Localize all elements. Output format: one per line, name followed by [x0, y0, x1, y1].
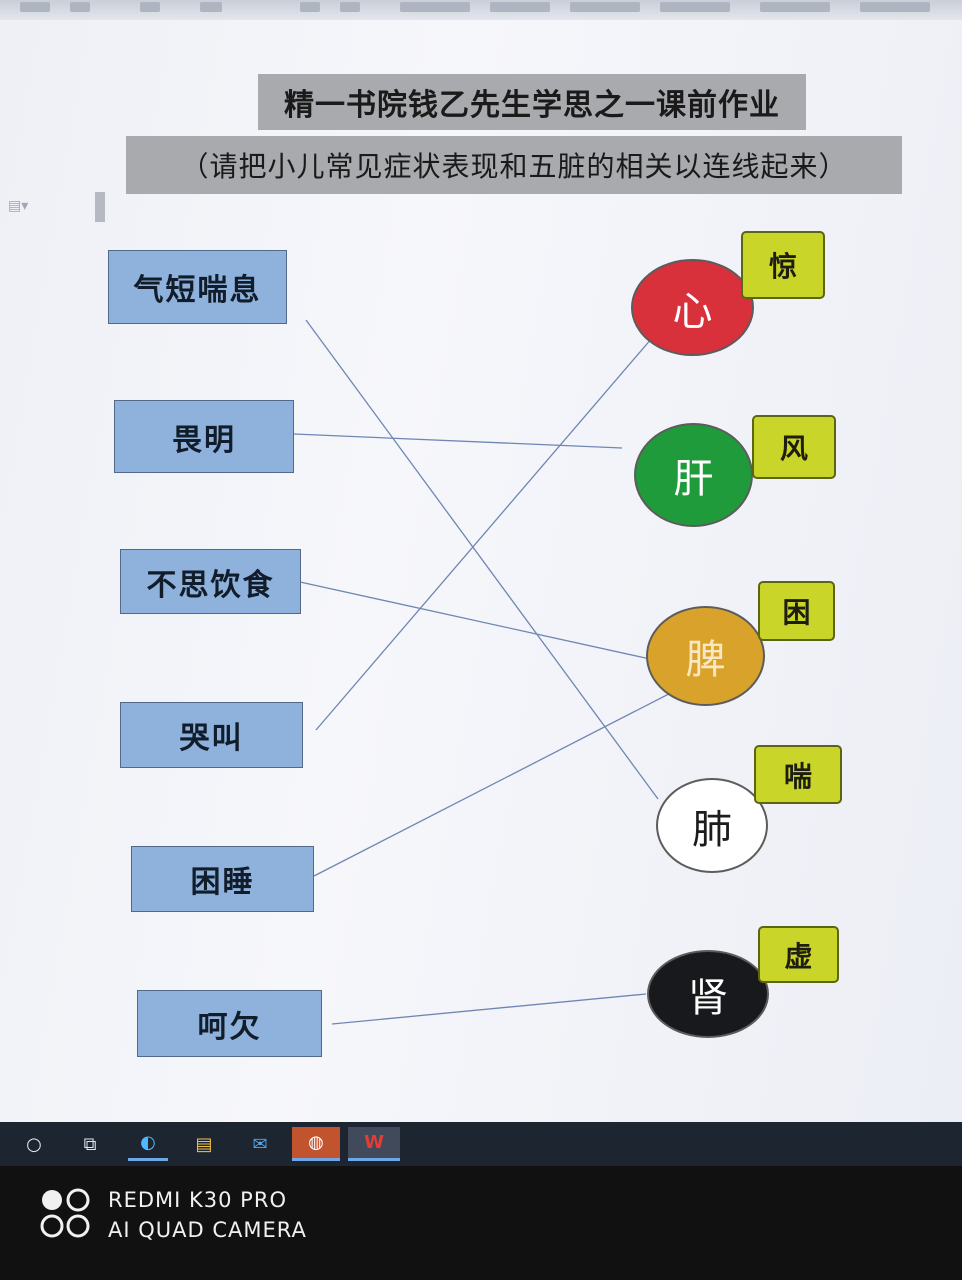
- camera-watermark-model: REDMI K30 PRO: [108, 1188, 287, 1212]
- document-toolbar: [0, 0, 962, 20]
- link-line-1: [293, 433, 623, 449]
- camera-watermark-tagline: AI QUAD CAMERA: [108, 1218, 307, 1242]
- symptom-box-drowsiness[interactable]: 困睡: [131, 846, 314, 912]
- symptom-label: 哭叫: [179, 721, 244, 756]
- symptom-box-poor-appetite[interactable]: 不思饮食: [120, 549, 301, 614]
- symptom-box-shortness-of-breath[interactable]: 气短喘息: [108, 250, 287, 324]
- link-line-3: [315, 337, 653, 731]
- tag-box-pant[interactable]: 喘: [754, 745, 842, 804]
- symptom-label: 呵欠: [197, 1009, 262, 1045]
- windows-taskbar: ○ ⧉ ◐ ▤ ✉ ◍ W: [0, 1122, 962, 1166]
- organ-circle-spleen[interactable]: 脾: [646, 606, 765, 706]
- camera-logo-icon: [40, 1188, 92, 1240]
- tag-label: 困: [782, 596, 811, 629]
- organ-label: 肺: [692, 806, 732, 853]
- wps-office-icon[interactable]: W: [348, 1127, 400, 1161]
- link-line-4: [313, 679, 697, 877]
- organ-label: 心: [672, 288, 713, 335]
- connection-lines: [293, 319, 697, 1025]
- tag-label: 惊: [768, 250, 797, 283]
- tag-box-sleepy[interactable]: 困: [758, 581, 835, 641]
- wechat-icon[interactable]: ◍: [292, 1127, 340, 1161]
- paragraph-marker-icon[interactable]: ▤▾: [8, 198, 29, 214]
- symptom-box-crying[interactable]: 哭叫: [120, 702, 303, 768]
- organ-circle-kidney[interactable]: 肾: [647, 950, 769, 1038]
- link-line-2: [299, 581, 651, 660]
- symptom-label: 困睡: [190, 865, 255, 900]
- tag-label: 虚: [784, 939, 813, 973]
- organ-label: 肾: [688, 975, 728, 1021]
- symptom-label: 气短喘息: [133, 273, 262, 308]
- organ-circle-lung[interactable]: 肺: [656, 778, 768, 873]
- document-page[interactable]: 精一书院钱乙先生学思之一课前作业 （请把小儿常见症状表现和五脏的相关以连线起来）…: [0, 20, 962, 1122]
- organ-circle-heart[interactable]: 心: [631, 259, 754, 356]
- page-title: 精一书院钱乙先生学思之一课前作业: [258, 74, 806, 130]
- symptom-label: 不思饮食: [146, 567, 275, 603]
- organ-label: 脾: [685, 637, 726, 683]
- tag-label: 风: [779, 432, 808, 465]
- link-line-5: [331, 993, 647, 1025]
- symptom-box-yawning[interactable]: 呵欠: [137, 990, 322, 1057]
- search-circle-icon[interactable]: ○: [26, 1133, 42, 1155]
- edge-browser-icon[interactable]: ◐: [128, 1127, 168, 1161]
- page-subtitle: （请把小儿常见症状表现和五脏的相关以连线起来）: [126, 136, 902, 194]
- organ-circle-liver[interactable]: 肝: [634, 423, 753, 527]
- symptom-label: 畏明: [172, 422, 236, 458]
- tag-box-deficiency[interactable]: 虚: [758, 926, 839, 983]
- symptom-box-photophobia[interactable]: 畏明: [114, 400, 294, 473]
- link-line-0: [305, 319, 659, 800]
- tag-box-wind[interactable]: 风: [752, 415, 836, 479]
- text-cursor: [95, 192, 105, 222]
- organ-label: 肝: [673, 456, 714, 502]
- tag-box-fright[interactable]: 惊: [741, 231, 825, 299]
- task-view-icon[interactable]: ⧉: [83, 1133, 97, 1155]
- mail-icon[interactable]: ✉: [252, 1133, 268, 1155]
- tag-label: 喘: [783, 759, 812, 793]
- file-explorer-icon[interactable]: ▤: [195, 1133, 213, 1155]
